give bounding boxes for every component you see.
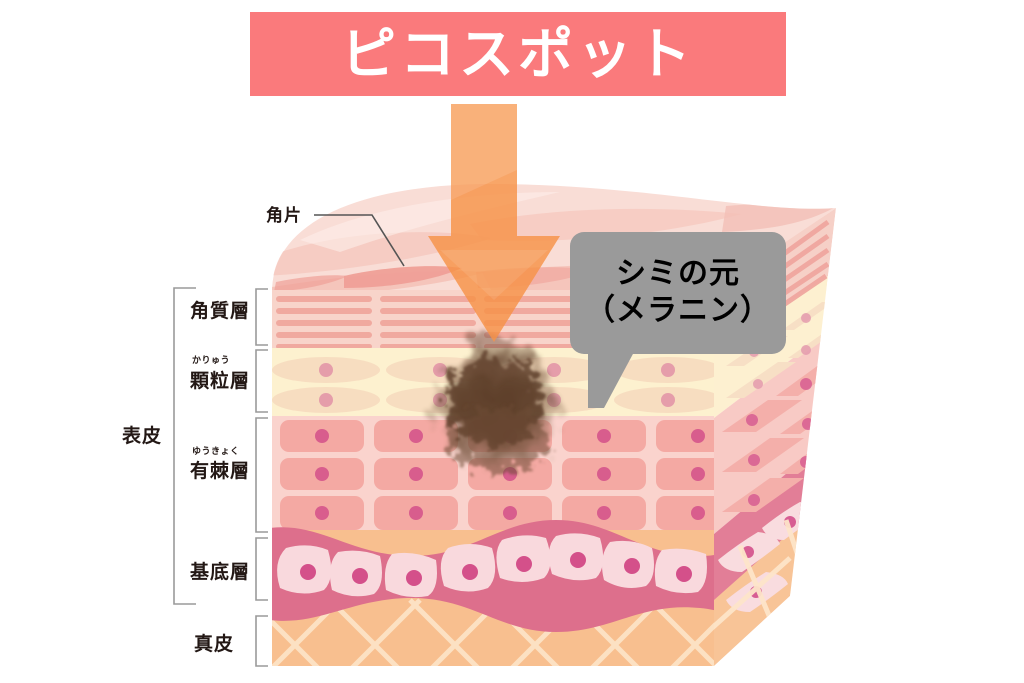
corneocyte-leader-line xyxy=(314,214,405,267)
label-granular: 顆粒層 xyxy=(190,371,251,392)
basal-cells xyxy=(277,533,707,598)
title-banner: ピコスポット xyxy=(250,12,786,96)
dermis-crosshatch xyxy=(272,598,714,666)
melanin-callout: シミの元 （メラニン） xyxy=(570,232,786,354)
bracket-epidermis xyxy=(173,287,196,605)
bracket-spinous xyxy=(255,417,268,533)
label-basal: 基底層 xyxy=(190,562,251,583)
label-epidermis: 表皮 xyxy=(122,426,163,447)
label-dermis: 真皮 xyxy=(194,634,235,655)
bracket-basal xyxy=(255,537,268,601)
laser-arrow xyxy=(428,104,560,342)
melanin-deposit xyxy=(433,336,561,472)
callout-line-1: シミの元 xyxy=(616,257,740,291)
furigana-spinous: ゆうきょく xyxy=(192,446,240,456)
title-text: ピコスポット xyxy=(340,22,695,85)
bracket-granular xyxy=(255,349,268,413)
corneocyte-flake xyxy=(344,266,462,288)
granular-cells xyxy=(272,357,714,413)
callout-line-2: （メラニン） xyxy=(585,294,771,327)
label-spinous: 有棘層 xyxy=(190,461,251,482)
callout-tail xyxy=(588,352,634,408)
bracket-dermis xyxy=(255,615,268,667)
furigana-granular: かりゅう xyxy=(192,355,231,365)
label-corneocyte: 角片 xyxy=(266,206,302,225)
layer-brackets xyxy=(173,287,268,667)
bracket-stratum-corneum xyxy=(255,288,268,346)
label-stratum-corneum: 角質層 xyxy=(190,301,251,322)
